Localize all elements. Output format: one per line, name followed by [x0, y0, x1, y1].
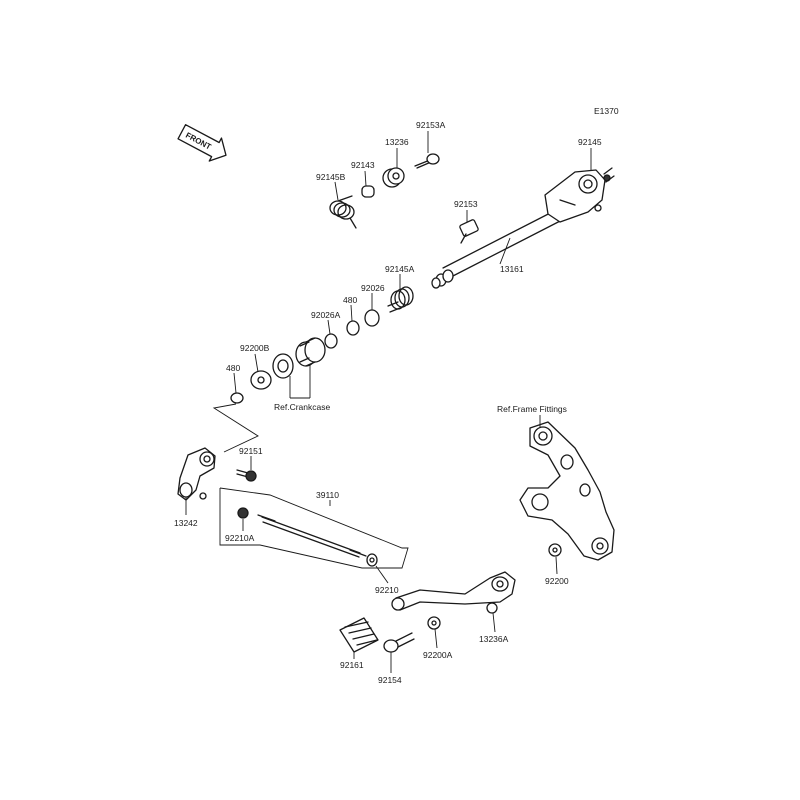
- label-92151: 92151: [239, 446, 263, 456]
- washer-92026A-icon: [324, 333, 338, 349]
- label-480-lower: 480: [226, 363, 240, 373]
- nut-92210-icon: [366, 553, 378, 567]
- collar-92143-icon: [361, 185, 375, 198]
- tie-rod-bracket: [219, 487, 409, 569]
- label-92200B: 92200B: [240, 343, 270, 353]
- label-92210A: 92210A: [225, 533, 255, 543]
- spring-92145B-icon: [329, 195, 357, 229]
- tie-rod-39110-icon: [257, 514, 367, 558]
- bushing-13236-icon: [382, 167, 405, 188]
- label-13242: 13242: [174, 518, 198, 528]
- label-92145: 92145: [578, 137, 602, 147]
- bolt-92154-icon: [383, 632, 415, 653]
- bolt-92151-icon: [236, 469, 257, 482]
- diagram-code: E1370: [594, 106, 619, 116]
- label-13161: 13161: [500, 264, 524, 274]
- shift-lever-13242-icon: [177, 447, 216, 501]
- label-92153: 92153: [454, 199, 478, 209]
- nut-92210A-icon: [237, 507, 249, 519]
- label-39110: 39110: [316, 490, 339, 500]
- circlip-480-icon: [346, 320, 360, 336]
- washer-92200A-icon: [427, 616, 441, 630]
- circlip-480-lower-icon: [230, 392, 244, 404]
- bolt-92153A-icon: [414, 153, 440, 169]
- label-92026: 92026: [361, 283, 385, 293]
- label-92200A: 92200A: [423, 650, 453, 660]
- bolt-92153-icon: [459, 219, 479, 244]
- washer-92200-icon: [548, 543, 562, 557]
- shift-pedal-icon: [391, 571, 516, 614]
- label-480: 480: [343, 295, 357, 305]
- label-92154: 92154: [378, 675, 402, 685]
- spring-92145A-icon: [387, 286, 414, 313]
- label-92026A: 92026A: [311, 310, 341, 320]
- oil-seal-icon: [272, 353, 294, 379]
- label-92145B: 92145B: [316, 172, 346, 182]
- frame-fitting-bracket-icon: [519, 421, 615, 561]
- leader-lines: [185, 131, 592, 673]
- washer-92026-icon: [364, 309, 380, 327]
- label-92161: 92161: [340, 660, 364, 670]
- label-13236A: 13236A: [479, 634, 509, 644]
- label-92153A: 92153A: [416, 120, 446, 130]
- label-92143: 92143: [351, 160, 375, 170]
- ref-crankcase: Ref.Crankcase: [274, 402, 330, 412]
- ref-frame-fittings: Ref.Frame Fittings: [497, 404, 567, 414]
- needle-bearing-icon: [295, 337, 326, 367]
- connector-line: [212, 403, 259, 453]
- washer-92200B-icon: [250, 370, 272, 390]
- label-92145A: 92145A: [385, 264, 415, 274]
- label-92200: 92200: [545, 576, 569, 586]
- shift-shaft-13161-icon: [431, 169, 611, 289]
- label-92210: 92210: [375, 585, 399, 595]
- footpeg-rubber-92161-icon: [339, 617, 379, 653]
- front-arrow-icon: FRONT: [177, 124, 227, 162]
- spring-92145-icon: [603, 167, 615, 183]
- label-13236: 13236: [385, 137, 409, 147]
